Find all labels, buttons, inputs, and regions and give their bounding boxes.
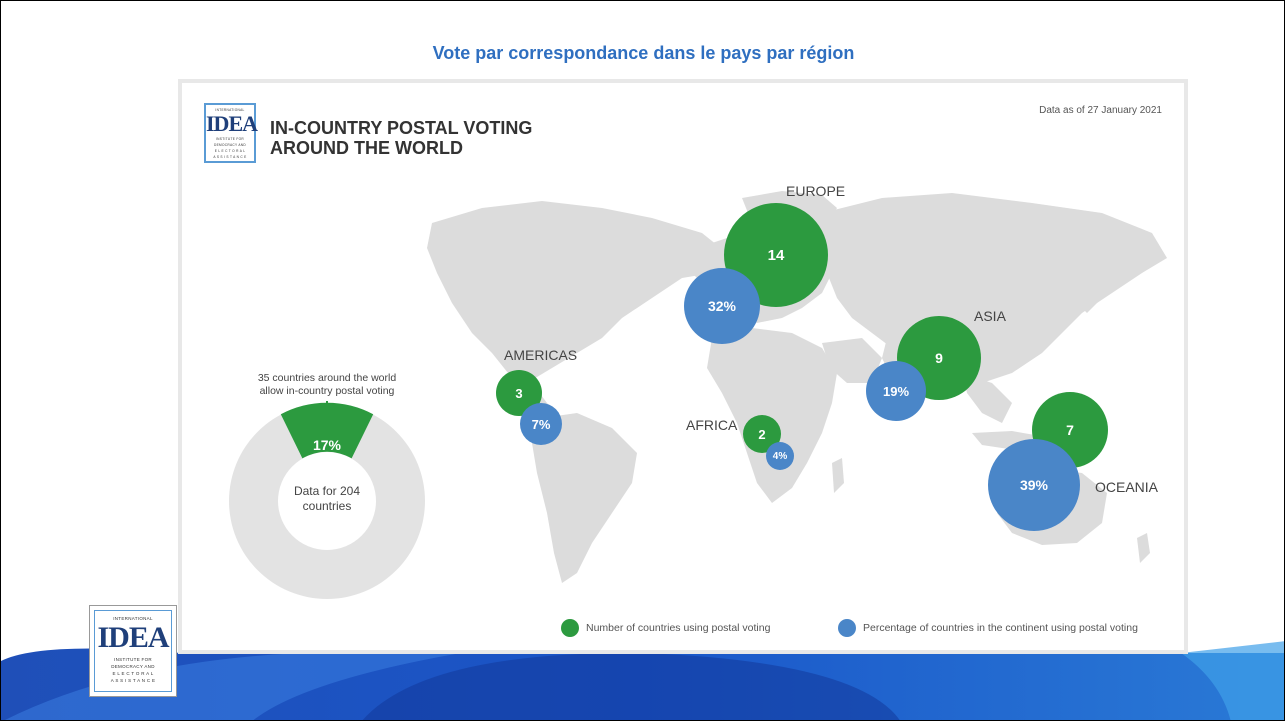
- donut-share-label: 17%: [312, 437, 342, 453]
- asia-percentage-bubble: 19%: [866, 361, 926, 421]
- footer-logo-main-text: IDEA: [97, 621, 169, 654]
- legend-percentage-swatch: [838, 619, 856, 637]
- donut-callout-line-1: 35 countries around the world: [257, 372, 397, 384]
- logo-top-text: INTERNATIONAL: [215, 108, 245, 112]
- region-label-europe: EUROPE: [786, 183, 846, 199]
- europe-percentage-bubble: 32%: [684, 268, 760, 344]
- oceania-percentage-bubble: 39%: [988, 439, 1080, 531]
- africa-percentage-value: 4%: [772, 450, 788, 462]
- africa-count-value: 2: [758, 426, 766, 442]
- donut-callout-line-2: allow in-country postal voting: [259, 385, 395, 397]
- logo-line-2: DEMOCRACY AND: [213, 143, 246, 147]
- europe-count-value: 14: [767, 246, 785, 264]
- footer-idea-logo: INTERNATIONAL IDEA INSTITUTE FOR DEMOCRA…: [89, 605, 177, 697]
- footer-logo-line-4: A S S I S T A N C E: [110, 678, 156, 683]
- asia-percentage-value: 19%: [882, 383, 910, 399]
- idea-logo: INTERNATIONAL IDEA INSTITUTE FOR DEMOCRA…: [204, 103, 258, 163]
- data-date-note: Data as of 27 January 2021: [1039, 105, 1162, 116]
- footer-logo-line-1: INSTITUTE FOR: [114, 657, 152, 662]
- footer-logo-line-3: E L E C T O R A L: [112, 671, 154, 676]
- donut-share-segment: [280, 402, 374, 459]
- legend-count-swatch: [561, 619, 579, 637]
- postal-voting-infographic: INTERNATIONAL IDEA INSTITUTE FOR DEMOCRA…: [178, 79, 1188, 654]
- legend-percentage-label: Percentage of countries in the continent…: [863, 622, 1138, 634]
- world-map: [229, 191, 1167, 599]
- legend-count-label: Number of countries using postal voting: [586, 622, 771, 634]
- slide-title: Vote par correspondance dans le pays par…: [432, 43, 855, 63]
- africa-percentage-bubble: 4%: [766, 442, 794, 470]
- infographic-title-line-2: AROUND THE WORLD: [270, 138, 463, 158]
- europe-percentage-value: 32%: [707, 298, 737, 314]
- region-label-oceania: OCEANIA: [1095, 479, 1159, 495]
- donut-callout: 35 countries around the world allow in-c…: [237, 372, 417, 398]
- donut-chart: [229, 401, 425, 599]
- infographic-title-line-1: IN-COUNTRY POSTAL VOTING: [270, 118, 533, 138]
- region-label-americas: AMERICAS: [504, 347, 578, 363]
- donut-center-line-1: Data for 204: [293, 484, 361, 498]
- footer-logo-line-2: DEMOCRACY AND: [111, 664, 155, 669]
- donut-center-text: Data for 204 countries: [277, 484, 377, 514]
- region-label-africa: AFRICA: [686, 417, 738, 433]
- asia-count-value: 9: [935, 350, 943, 366]
- americas-percentage-bubble: 7%: [520, 403, 562, 445]
- logo-main-text: IDEA: [206, 111, 258, 136]
- americas-count-value: 3: [515, 385, 523, 401]
- footer-logo-top-text: INTERNATIONAL: [113, 616, 153, 621]
- region-label-asia: ASIA: [974, 308, 1006, 324]
- infographic-title: IN-COUNTRY POSTAL VOTING AROUND THE WORL…: [270, 118, 630, 158]
- logo-line-4: A S S I S T A N C E: [213, 155, 247, 159]
- donut-center-line-2: countries: [302, 499, 352, 513]
- americas-percentage-value: 7%: [531, 416, 551, 432]
- logo-line-1: INSTITUTE FOR: [216, 137, 244, 141]
- oceania-percentage-value: 39%: [1019, 477, 1049, 493]
- logo-line-3: E L E C T O R A L: [214, 149, 246, 153]
- oceania-count-value: 7: [1066, 422, 1074, 438]
